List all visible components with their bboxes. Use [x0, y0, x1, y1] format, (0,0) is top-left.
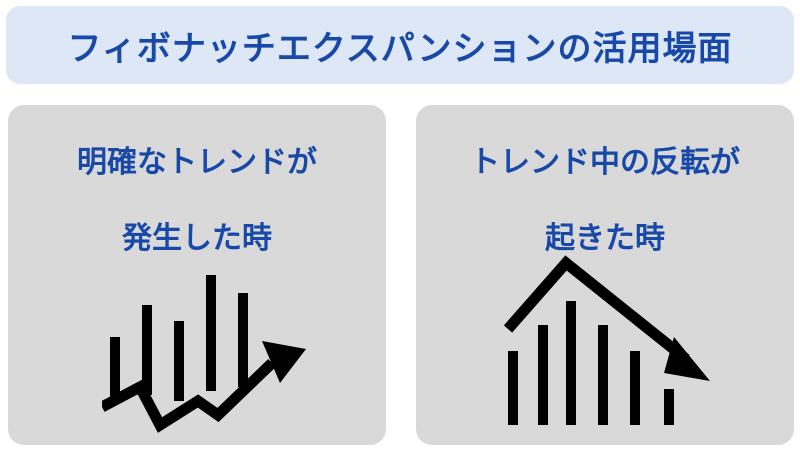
panel-trend-reversal: トレンド中の反転が 起きた時	[416, 105, 794, 445]
bar-chart-uptrend-arrow-icon	[102, 275, 306, 433]
title-banner: フィボナッチエクスパンションの活用場面	[6, 6, 794, 84]
panel-left-line2: 発生した時	[122, 221, 272, 256]
panel-right-line2: 起きた時	[545, 221, 665, 256]
panel-left-line1: 明確なトレンドが	[77, 145, 317, 180]
page-title: フィボナッチエクスパンションの活用場面	[67, 28, 733, 69]
panel-clear-trend: 明確なトレンドが 発生した時	[8, 105, 386, 445]
bar-chart-reversal-down-arrow-icon	[504, 255, 710, 425]
panel-right-line1: トレンド中の反転が	[470, 145, 740, 180]
